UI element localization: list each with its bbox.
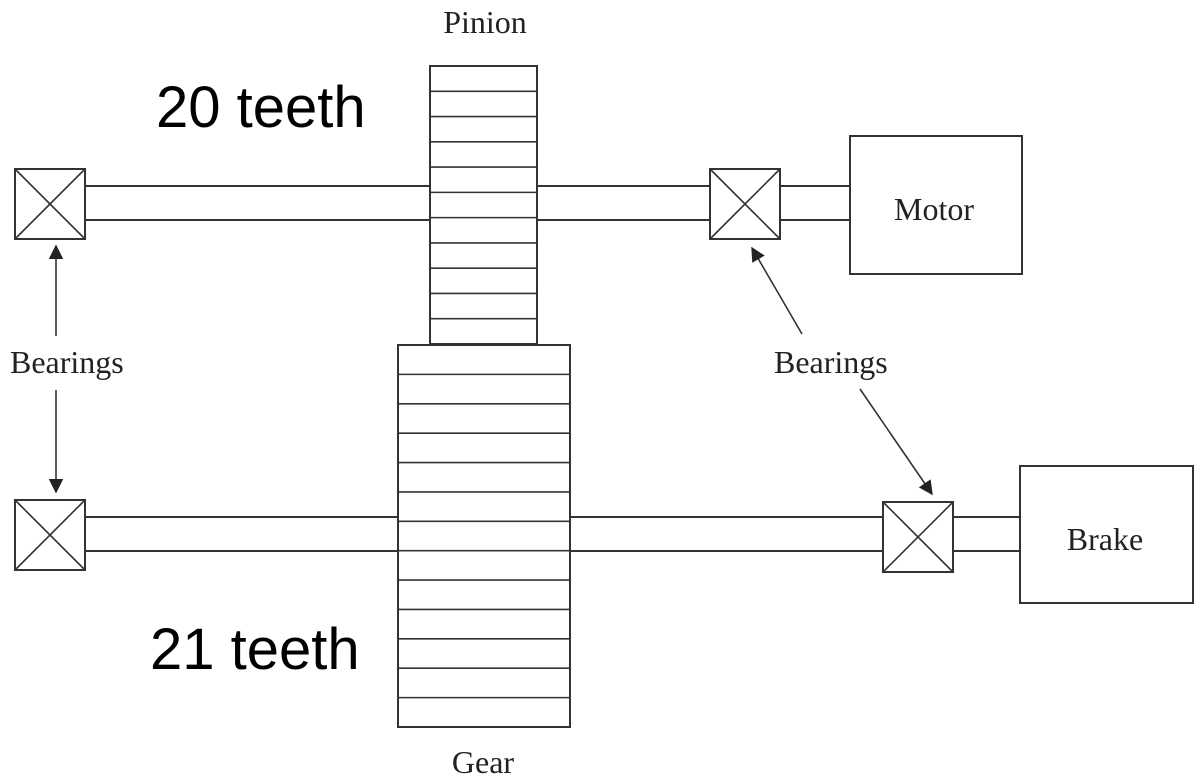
bearing-top-right [709,168,781,240]
pinion-label: Pinion [443,4,527,40]
driven-gear [397,344,571,728]
bearings-label-left: Bearings [10,344,124,380]
pinion-teeth-label: 20 teeth [156,75,366,140]
bearing-bottom-left [14,499,86,571]
gear-teeth-label: 21 teeth [150,617,360,682]
brake-label: Brake [1067,521,1143,557]
motor-label: Motor [894,191,974,227]
lower-shaft [86,516,1020,552]
bearings-label-right: Bearings [774,344,888,380]
brake-box: Brake [1019,465,1194,604]
bearing-top-left [14,168,86,240]
motor-box: Motor [849,135,1023,275]
upper-shaft [86,185,850,221]
bearing-bottom-right [882,501,954,573]
pinion-gear [429,65,538,345]
bearing-arrows [48,244,933,496]
gear-label: Gear [452,744,515,780]
